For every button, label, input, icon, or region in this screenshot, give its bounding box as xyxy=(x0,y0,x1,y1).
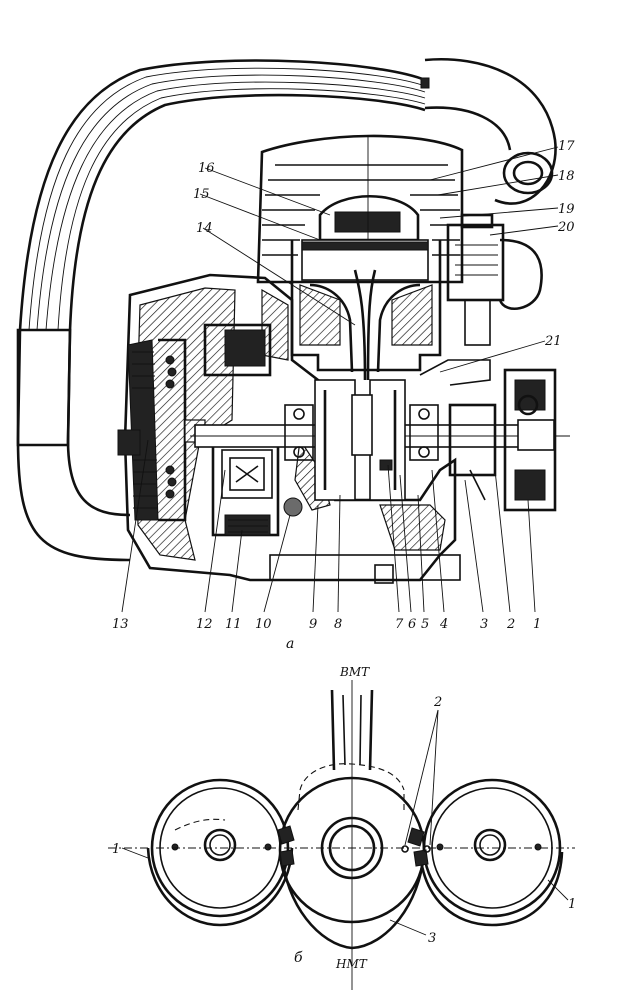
callout-3: 3 xyxy=(480,617,488,632)
clutch-sprocket xyxy=(448,368,557,512)
callout-leaders-a xyxy=(121,146,559,613)
callout-b-2: 2 xyxy=(433,695,442,710)
callout-2: 2 xyxy=(506,617,515,632)
right-balance-wheel xyxy=(418,778,564,927)
callout-5: 5 xyxy=(421,617,429,632)
callout-18: 18 xyxy=(558,169,575,184)
callout-16: 16 xyxy=(198,161,215,176)
figure-b-caption: б xyxy=(294,950,303,966)
bdc-label: НМТ xyxy=(335,957,368,971)
gear-mesh xyxy=(277,825,431,867)
callout-4: 4 xyxy=(439,617,448,632)
callout-leaders-b xyxy=(121,709,569,936)
callout-b-1-right: 1 xyxy=(568,897,576,912)
callout-17: 17 xyxy=(558,139,575,154)
crank-balance-scheme: ВМТ НМТ 1 2 3 1 б xyxy=(108,665,576,990)
figure-a-caption: a xyxy=(286,636,294,652)
callout-15: 15 xyxy=(193,187,210,202)
callout-b-1-left: 1 xyxy=(112,842,120,857)
callout-20: 20 xyxy=(557,220,575,235)
callout-11: 11 xyxy=(225,617,242,632)
callout-9: 9 xyxy=(309,617,317,632)
cylinder-piston xyxy=(290,239,442,381)
callout-labels-b: ВМТ НМТ 1 2 3 1 б xyxy=(112,665,576,971)
callout-b-3: 3 xyxy=(428,931,436,946)
callout-14: 14 xyxy=(196,221,213,236)
ignition-coil xyxy=(203,323,303,537)
callout-7: 7 xyxy=(395,617,404,632)
tubular-handle xyxy=(16,58,557,562)
callout-6: 6 xyxy=(408,617,416,632)
callout-19: 19 xyxy=(558,202,575,217)
left-balance-wheel xyxy=(146,778,294,927)
flywheel-magneto xyxy=(117,338,206,522)
cylinder-head-fins xyxy=(256,134,464,284)
callout-labels-a: 1 2 3 4 5 6 7 8 9 10 11 12 13 14 15 16 1… xyxy=(112,139,575,652)
callout-8: 8 xyxy=(334,617,342,632)
engine-section-view: 1 2 3 4 5 6 7 8 9 10 11 12 13 14 15 16 1… xyxy=(16,58,575,652)
callout-10: 10 xyxy=(255,617,272,632)
callout-21: 21 xyxy=(544,334,562,349)
callout-12: 12 xyxy=(196,617,213,632)
callout-13: 13 xyxy=(112,617,129,632)
connecting-rod xyxy=(330,680,374,990)
crankshaft xyxy=(190,379,570,501)
callout-1: 1 xyxy=(533,617,541,632)
tdc-label: ВМТ xyxy=(339,665,370,679)
